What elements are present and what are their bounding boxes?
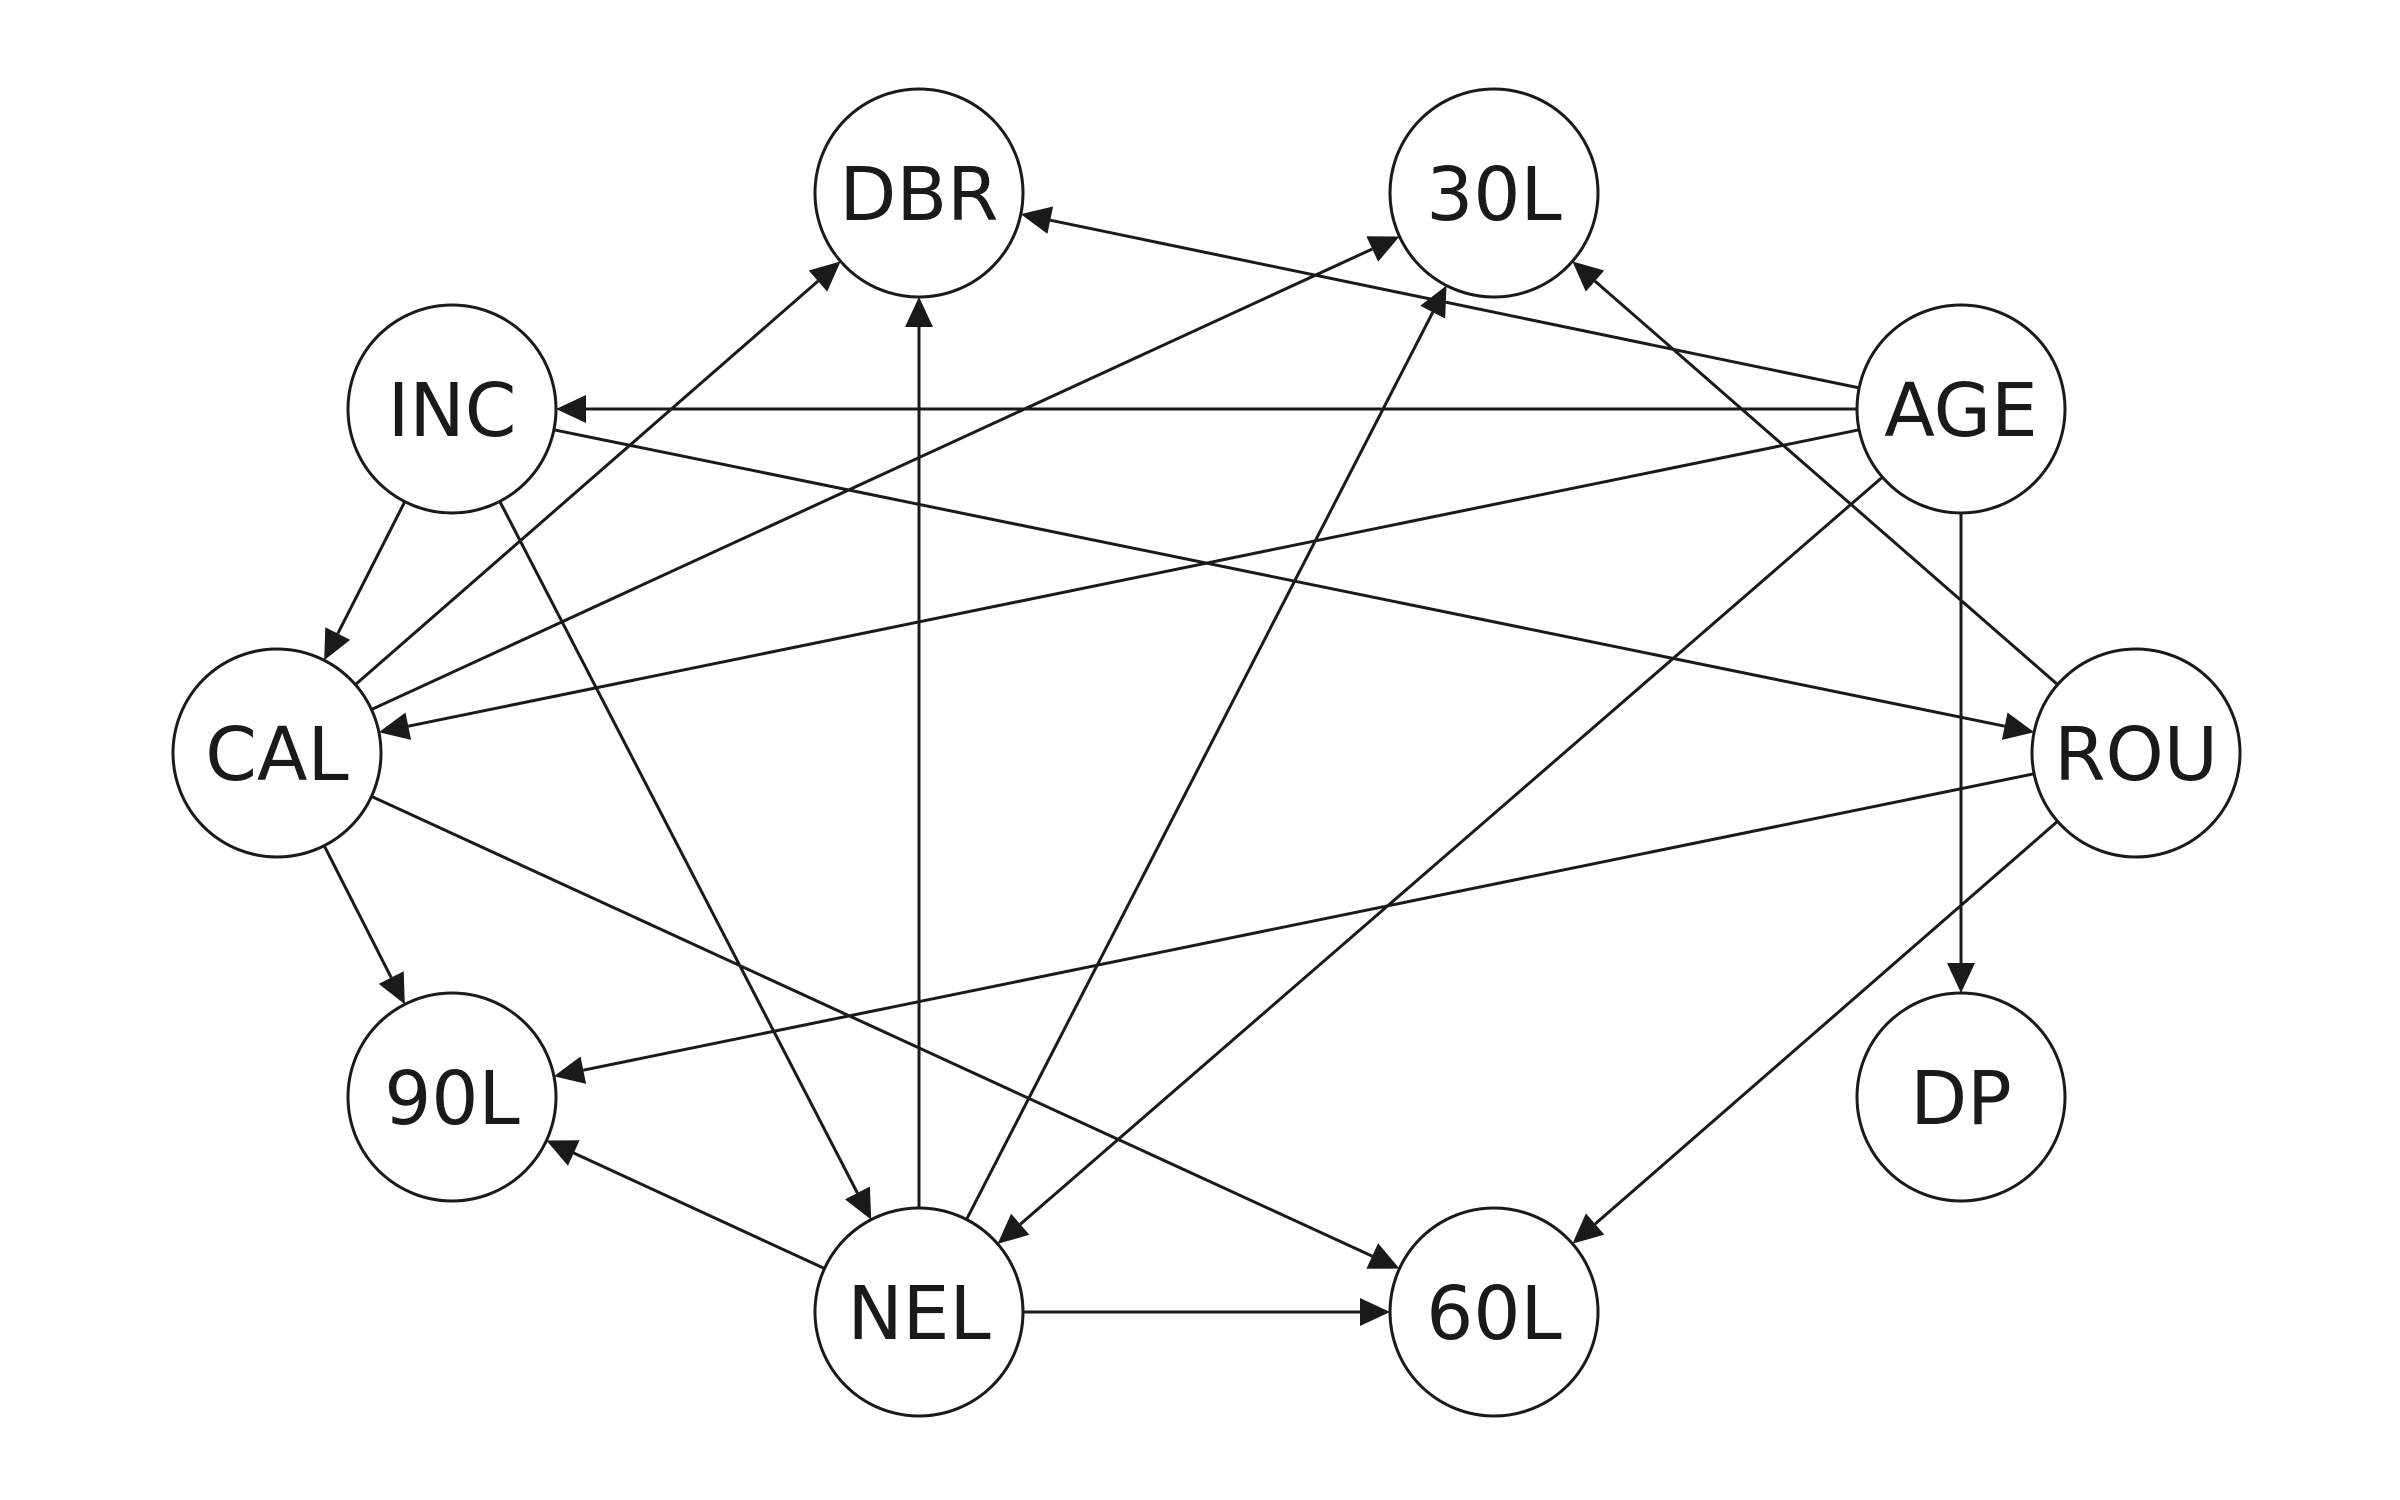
arrowhead-icon bbox=[546, 1140, 580, 1166]
node-circle bbox=[346, 303, 558, 515]
arrowhead-icon bbox=[378, 971, 405, 1005]
edge-line bbox=[1049, 218, 1860, 390]
node-label: 30L bbox=[1426, 152, 1561, 238]
arrowhead-icon bbox=[553, 1056, 587, 1084]
node-circle bbox=[171, 647, 383, 859]
node-label: CAL bbox=[205, 712, 349, 798]
arrowhead-icon bbox=[1020, 206, 1054, 234]
edges-layer bbox=[322, 206, 2059, 1326]
arrowhead-icon bbox=[1572, 1213, 1605, 1244]
edge-line bbox=[370, 795, 1373, 1258]
edge-line bbox=[1594, 820, 2059, 1226]
edge-cal-to-90l bbox=[322, 845, 405, 1005]
node-circle bbox=[1855, 303, 2067, 515]
edge-line bbox=[354, 279, 819, 686]
edge-age-to-cal bbox=[378, 428, 1860, 740]
arrowhead-icon bbox=[905, 297, 933, 327]
edge-inc-to-rou bbox=[553, 428, 2035, 740]
edge-cal-to-30l bbox=[370, 236, 1400, 711]
edge-rou-to-90l bbox=[553, 772, 2035, 1084]
node-label: INC bbox=[388, 368, 517, 454]
node-rou: ROU bbox=[2030, 647, 2242, 859]
arrowhead-icon bbox=[1366, 1243, 1400, 1269]
arrowhead-icon bbox=[1420, 285, 1447, 319]
edge-age-to-inc bbox=[556, 395, 1857, 423]
edge-nel-to-30l bbox=[965, 285, 1447, 1221]
edge-line bbox=[322, 845, 393, 979]
node-60l: 60L bbox=[1388, 1206, 1600, 1418]
node-nel: NEL bbox=[813, 1206, 1025, 1418]
node-inc: INC bbox=[346, 303, 558, 515]
arrowhead-icon bbox=[808, 261, 841, 292]
edge-age-to-dbr bbox=[1020, 206, 1860, 390]
arrowhead-icon bbox=[1947, 963, 1975, 993]
edge-line bbox=[370, 247, 1373, 711]
edge-nel-to-90l bbox=[546, 1140, 826, 1270]
node-30l: 30L bbox=[1388, 87, 1600, 299]
arrowhead-icon bbox=[1366, 236, 1400, 262]
edge-cal-to-60l bbox=[370, 795, 1400, 1269]
nodes-layer: DBR 30L INC AGE CAL ROU 90L DP NEL 60L bbox=[171, 87, 2242, 1418]
edge-cal-to-dbr bbox=[354, 261, 841, 686]
edge-inc-to-cal bbox=[324, 501, 407, 661]
node-label: NEL bbox=[847, 1271, 990, 1357]
node-label: 60L bbox=[1426, 1271, 1561, 1357]
edge-rou-to-30l bbox=[1572, 261, 2059, 686]
edge-line bbox=[965, 311, 1435, 1221]
arrowhead-icon bbox=[556, 395, 586, 423]
node-age: AGE bbox=[1855, 303, 2067, 515]
node-circle bbox=[813, 1206, 1025, 1418]
node-label: 90L bbox=[384, 1056, 519, 1142]
edge-nel-to-dbr bbox=[905, 297, 933, 1208]
edge-line bbox=[1019, 475, 1884, 1226]
edge-line bbox=[498, 500, 859, 1194]
arrowhead-icon bbox=[378, 712, 412, 740]
edge-line bbox=[553, 428, 2006, 728]
arrowhead-icon bbox=[324, 627, 351, 661]
edge-age-to-nel bbox=[997, 475, 1884, 1244]
node-label: DBR bbox=[839, 152, 998, 238]
edge-nel-to-60l bbox=[1023, 1298, 1390, 1326]
edge-line bbox=[1594, 279, 2059, 686]
node-circle bbox=[813, 87, 1025, 299]
node-label: AGE bbox=[1884, 368, 2037, 454]
node-circle bbox=[1388, 1206, 1600, 1418]
node-circle bbox=[1855, 991, 2067, 1203]
node-label: ROU bbox=[2054, 712, 2218, 798]
edge-age-to-dp bbox=[1947, 513, 1975, 993]
edge-line bbox=[573, 1151, 826, 1270]
edge-line bbox=[582, 772, 2035, 1072]
edge-line bbox=[336, 501, 407, 635]
node-circle bbox=[1388, 87, 1600, 299]
node-dp: DP bbox=[1855, 991, 2067, 1203]
arrowhead-icon bbox=[1572, 261, 1605, 292]
node-90l: 90L bbox=[346, 991, 558, 1203]
arrowhead-icon bbox=[2001, 712, 2035, 740]
edge-inc-to-nel bbox=[498, 500, 872, 1220]
arrowhead-icon bbox=[845, 1186, 872, 1220]
node-circle bbox=[346, 991, 558, 1203]
edge-rou-to-60l bbox=[1572, 820, 2059, 1244]
arrowhead-icon bbox=[1360, 1298, 1390, 1326]
node-circle bbox=[2030, 647, 2242, 859]
arrowhead-icon bbox=[997, 1213, 1030, 1244]
node-dbr: DBR bbox=[813, 87, 1025, 299]
edge-line bbox=[407, 428, 1860, 728]
node-cal: CAL bbox=[171, 647, 383, 859]
node-label: DP bbox=[1910, 1056, 2012, 1142]
